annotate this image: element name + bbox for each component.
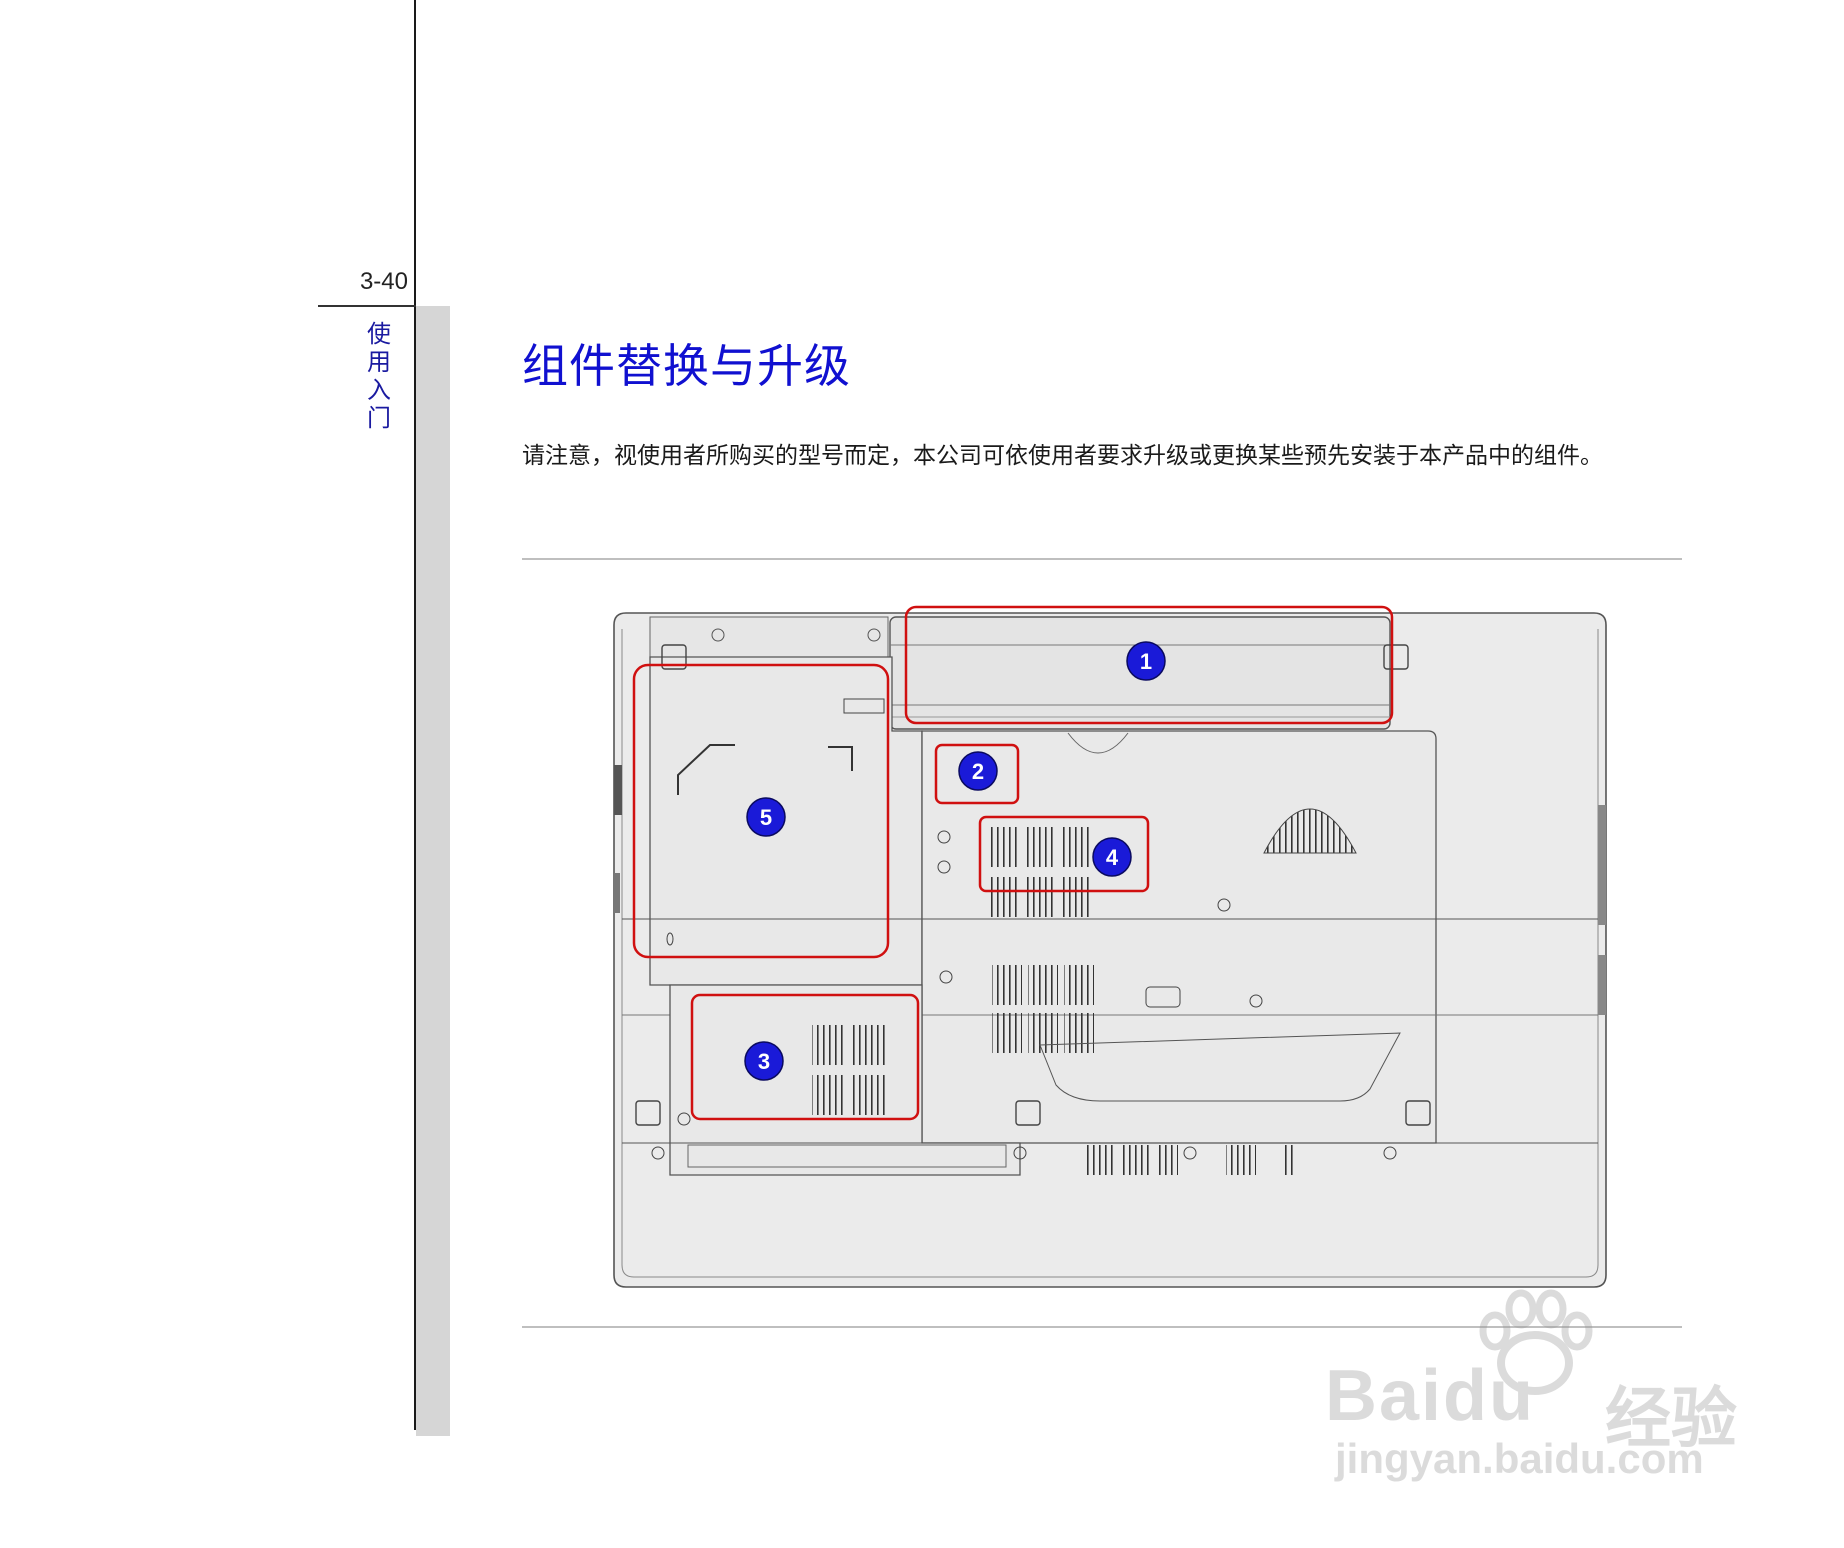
page-side-bar [416,306,450,1436]
watermark-brand: Baidu [1325,1355,1535,1437]
memory-highlight [690,993,920,1121]
laptop-bottom-diagram: 1 2 3 4 5 [613,605,1607,1288]
watermark-brand-latin: Bai [1325,1356,1444,1436]
slot-2-highlight [934,743,1020,805]
cpu-highlight [978,815,1150,893]
watermark-brand-latin2: du [1443,1356,1536,1436]
section-paragraph: 请注意，视使用者所购买的型号而定，本公司可依使用者要求升级或更换某些预先安装于本… [522,443,1603,469]
watermark-url: jingyan.baidu.com [1335,1435,1704,1482]
callout-5-label: 5 [760,805,772,830]
callout-3: 3 [744,1041,784,1081]
callout-3-label: 3 [758,1049,770,1074]
callout-2-label: 2 [972,759,984,784]
hdd-highlight [632,663,890,959]
section-title: 组件替换与升级 [522,339,851,393]
page-margin-line [414,0,416,1430]
battery-highlight [904,605,1394,725]
page-number: 3-40 [359,268,408,295]
callout-4-label: 4 [1106,845,1119,870]
figure-bottom-rule [522,1326,1682,1328]
chapter-label: 使用入门 [367,320,391,432]
callout-4: 4 [1092,837,1132,877]
figure-top-rule [522,558,1682,560]
paw-icon [1479,1289,1593,1395]
callout-1: 1 [1126,641,1166,681]
watermark-brand-cn: 经验 [1605,1380,1737,1457]
callout-2: 2 [958,751,998,791]
callout-1-label: 1 [1140,649,1152,674]
callout-5: 5 [746,797,786,837]
baidu-watermark: Baidu 经验 jingyan.baidu.com [1315,1285,1755,1482]
page-number-rule [318,305,416,307]
